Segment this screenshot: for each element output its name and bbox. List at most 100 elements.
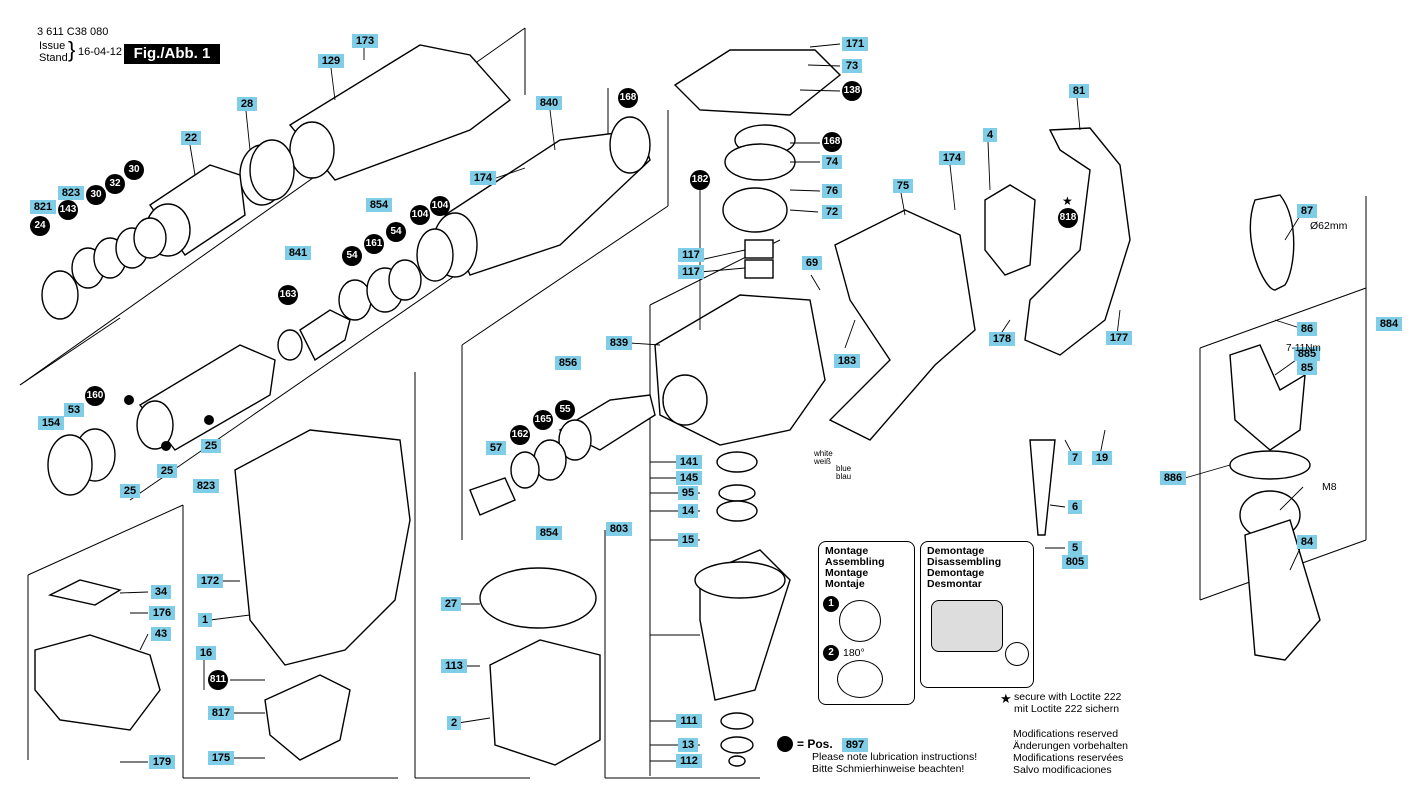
part-label: 886 — [1160, 471, 1186, 485]
part-label-black: 32 — [105, 174, 125, 194]
part-label: 2 — [447, 716, 461, 730]
part-label: 15 — [678, 533, 698, 547]
part-label: 13 — [678, 738, 698, 752]
part-label: 6 — [1068, 500, 1082, 514]
part-label: 28 — [237, 97, 257, 111]
lubrication-note-en: Please note lubrication instructions! — [812, 751, 978, 763]
assembly-box: Montage Assembling Montage Montaje 1 2 1… — [818, 541, 915, 705]
issue-label: Issue — [39, 40, 66, 52]
part-label: 154 — [38, 416, 64, 430]
modifications-fr: Modifications reservées — [1013, 752, 1124, 764]
part-label: 171 — [842, 37, 868, 51]
disassembly-title-de: Demontage — [927, 545, 985, 557]
part-label: 173 — [352, 34, 378, 48]
part-label: 805 — [1062, 555, 1088, 569]
step-one-illustration — [839, 600, 881, 642]
step-two-illustration — [837, 660, 883, 698]
torque-text: 7-11Nm — [1286, 343, 1321, 354]
disassembly-illustration — [931, 600, 1003, 652]
part-label: 839 — [606, 336, 632, 350]
part-label: 7 — [1068, 451, 1082, 465]
part-label-black: 54 — [342, 246, 362, 266]
assembly-title-en2: Assembling — [825, 556, 885, 568]
disassembly-title-en: Disassembling — [927, 556, 1002, 568]
part-label-black: 24 — [30, 216, 50, 236]
part-label: 81 — [1069, 84, 1089, 98]
part-label-black: 168 — [822, 132, 842, 152]
part-label: 25 — [157, 464, 177, 478]
issue-date: 16-04-12 — [78, 46, 123, 58]
part-label: 174 — [470, 171, 496, 185]
lubrication-note-de: Bitte Schmierhinweise beachten! — [812, 763, 965, 775]
part-label: 87 — [1297, 204, 1317, 218]
part-label: 25 — [120, 484, 140, 498]
disassembly-title-es: Desmontar — [927, 578, 982, 590]
part-label-black: 163 — [278, 285, 298, 305]
part-label-black: 104 — [410, 205, 430, 225]
part-label: 57 — [486, 441, 506, 455]
part-label: 19 — [1092, 451, 1112, 465]
part-label-black: 160 — [85, 386, 105, 406]
part-label: 854 — [536, 526, 562, 540]
modifications-en: Modifications reserved — [1013, 728, 1119, 740]
part-label-black: 30 — [124, 160, 144, 180]
part-label: 86 — [1297, 322, 1317, 336]
star-icon: ★ — [1062, 194, 1073, 208]
lubrication-position: 897 — [842, 738, 868, 752]
assembly-title-fr: Montage — [825, 567, 869, 579]
part-label: 5 — [1068, 541, 1082, 555]
part-label: 16 — [196, 646, 216, 660]
part-label: 34 — [151, 585, 171, 599]
part-label: 856 — [555, 356, 581, 370]
part-label: 85 — [1297, 361, 1317, 375]
part-label: 69 — [802, 256, 822, 270]
part-label: 129 — [318, 54, 344, 68]
assembly-title-en1: Montage — [825, 545, 869, 557]
part-label-black: 182 — [690, 170, 710, 190]
part-label: 4 — [983, 128, 997, 142]
part-label: 74 — [822, 155, 842, 169]
part-label: 823 — [58, 186, 84, 200]
wire-blue-text-de: blau — [836, 472, 852, 481]
part-label: 145 — [676, 471, 702, 485]
part-label: 117 — [678, 248, 704, 262]
part-label: 76 — [822, 184, 842, 198]
part-label: 884 — [1376, 317, 1402, 331]
part-label: 885 — [1294, 347, 1320, 361]
assembly-title-es: Montaje — [825, 578, 865, 590]
part-label: 817 — [208, 706, 234, 720]
rotation-angle: 180° — [843, 647, 865, 659]
part-label: 73 — [842, 59, 862, 73]
part-label: 113 — [441, 659, 467, 673]
part-label-black: 165 — [533, 410, 553, 430]
part-label: 72 — [822, 205, 842, 219]
part-label-black: 30 — [86, 185, 106, 205]
ring-illustration — [1005, 642, 1029, 666]
part-label: 172 — [197, 574, 223, 588]
part-label: 53 — [64, 403, 84, 417]
part-label: 854 — [366, 198, 392, 212]
step-one-badge: 1 — [823, 596, 839, 612]
part-label: 1 — [198, 613, 212, 627]
part-label: 803 — [606, 522, 632, 536]
part-label-black: 168 — [618, 88, 638, 108]
loctite-note-en: secure with Loctite 222 — [1014, 691, 1122, 703]
part-label: 117 — [678, 265, 704, 279]
part-label-black: 818 — [1058, 208, 1078, 228]
part-label: 179 — [149, 755, 175, 769]
part-label: 840 — [536, 96, 562, 110]
part-label-black: 143 — [58, 200, 78, 220]
part-label: 27 — [441, 597, 461, 611]
thread-text: M8 — [1322, 481, 1337, 493]
loctite-note-de: mit Loctite 222 sichern — [1014, 703, 1120, 715]
disassembly-box: Demontage Disassembling Demontage Desmon… — [920, 541, 1034, 688]
part-label-black: 162 — [510, 425, 530, 445]
part-label: 84 — [1297, 535, 1317, 549]
part-label: 174 — [939, 151, 965, 165]
lubrication-dot-icon — [777, 736, 793, 752]
figure-label: Fig./Abb. 1 — [124, 44, 220, 64]
diameter-text: Ø62mm — [1310, 220, 1348, 232]
modifications-es: Salvo modificaciones — [1013, 764, 1112, 776]
wire-white-text: white — [814, 449, 833, 458]
part-label: 22 — [181, 131, 201, 145]
